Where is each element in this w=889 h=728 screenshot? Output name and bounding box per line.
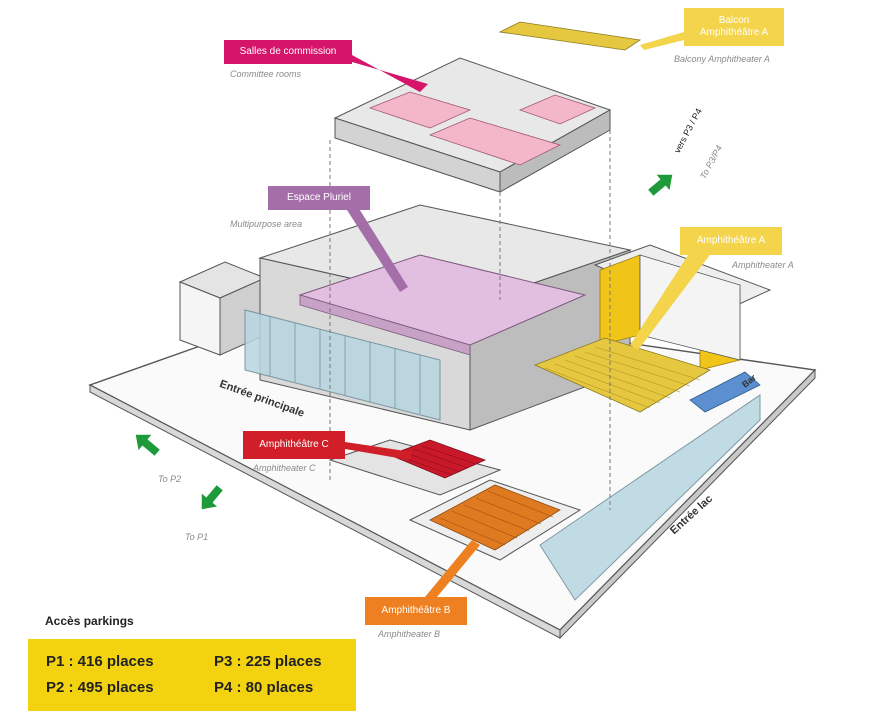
parking-p1: P1 : 416 places [46, 653, 154, 670]
to-p2-label: To P2 [158, 474, 182, 484]
amphitheater-c-label-en: Amphitheater C [253, 463, 316, 473]
amphitheater-b-label-en: Amphitheater B [378, 629, 441, 639]
parking-arrows [135, 174, 673, 510]
arrow-to-p3p4 [648, 174, 673, 196]
multipurpose-label-text: Espace Pluriel [287, 192, 351, 203]
committee-rooms-label: Salles de commission [224, 40, 352, 64]
multipurpose-label-en: Multipurpose area [230, 219, 303, 229]
arrow-to-p1 [201, 485, 223, 510]
amphitheater-b [408, 479, 582, 561]
parking-p2: P2 : 495 places [46, 679, 154, 696]
balcony-label-line2: Amphithéâtre A [699, 27, 769, 38]
arrow-to-p2 [135, 434, 160, 456]
amphitheater-a-label-text: Amphithéâtre A [696, 235, 766, 246]
amphitheater-c-label: Amphithéâtre C [243, 431, 345, 459]
amphitheater-b-label-text: Amphithéâtre B [381, 605, 451, 616]
amphitheater-b-label: Amphithéâtre B [365, 597, 467, 625]
multipurpose-area [298, 254, 587, 356]
to-p1-label: To P1 [185, 532, 209, 542]
label-leaders [345, 32, 712, 597]
committee-rooms-label-text: Salles de commission [239, 46, 337, 57]
balcony-label: Balcon Amphithéâtre A [684, 8, 784, 46]
parking-p4: P4 : 80 places [214, 679, 314, 696]
upper-floor [333, 21, 642, 193]
bar-area [689, 371, 761, 413]
multipurpose-label: Espace Pluriel [268, 186, 370, 210]
balcony-label-line1: Balcon [718, 15, 750, 26]
parking-legend-box: P1 : 416 places P2 : 495 places P3 : 225… [28, 639, 356, 711]
amphitheater-a-label-en: Amphitheater A [732, 260, 794, 270]
parking-access-title: Accès parkings [45, 614, 134, 628]
parking-p3: P3 : 225 places [214, 653, 322, 670]
lake-entrance-glass [539, 394, 761, 601]
balcony-label-en: Balcony Amphitheater A [674, 54, 770, 64]
committee-rooms-label-en: Committee rooms [230, 69, 302, 79]
amphitheater-c-label-text: Amphithéâtre C [259, 439, 329, 450]
amphitheater-a-label: Amphithéâtre A [680, 227, 782, 255]
